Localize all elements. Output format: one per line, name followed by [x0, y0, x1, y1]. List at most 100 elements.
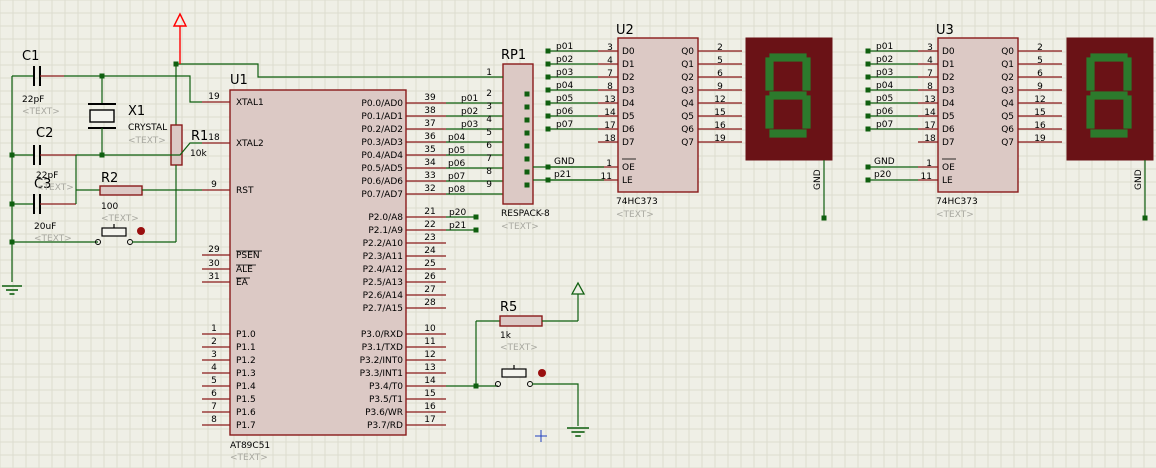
placeholder-text: <TEXT> — [616, 210, 654, 220]
mcu-pin-name: P1.0 — [236, 330, 256, 340]
latch-pin-name: Q7 — [681, 138, 694, 148]
latch-pin-name: Q1 — [681, 60, 694, 70]
mcu-pin-number: 12 — [424, 350, 435, 360]
placeholder-text: <TEXT> — [500, 343, 538, 353]
mcu-u1[interactable]: U1AT89C51<TEXT>19XTAL118XTAL29RST29PSEN3… — [202, 73, 446, 463]
power-arrow-icon — [570, 281, 586, 295]
t0-button[interactable] — [495, 365, 547, 387]
mcu-part: AT89C51 — [230, 441, 270, 451]
net-label: p04 — [448, 133, 465, 143]
crystal-body — [89, 109, 115, 123]
junction-dot — [524, 169, 530, 175]
latch-pin-number: 5 — [1037, 56, 1043, 66]
junction-dot — [865, 48, 871, 54]
junction-dot — [865, 164, 871, 170]
mcu-pin-name: P1.7 — [236, 421, 256, 431]
respack-pin-number: 8 — [486, 167, 492, 177]
mcu-pin-number: 28 — [424, 298, 436, 308]
capacitor-ref: C3 — [34, 177, 51, 192]
mcu-pin-number: 35 — [424, 145, 435, 155]
latch-part: 74HC373 — [616, 197, 658, 207]
mcu-pin-name: RST — [236, 186, 254, 196]
mcu-pin-name: P0.1/AD1 — [361, 112, 403, 122]
mcu-pin-name: P3.4/T0 — [369, 382, 403, 392]
latch-pin-number: 19 — [1034, 134, 1046, 144]
latch-pin-number: 8 — [927, 82, 933, 92]
junction-dot — [524, 143, 530, 149]
display-segment — [769, 129, 807, 138]
net-label: p05 — [876, 94, 893, 104]
mcu-pin-number: 36 — [424, 132, 436, 142]
mcu-pin-number: 17 — [424, 415, 435, 425]
net-label: p05 — [448, 146, 465, 156]
mcu-pin-name: P2.4/A12 — [363, 265, 403, 275]
net-label: p06 — [556, 107, 573, 117]
button-contact — [95, 239, 101, 245]
latch-pin-name: Q1 — [1001, 60, 1014, 70]
latch-pin-name: D6 — [622, 125, 635, 135]
latch-body — [937, 37, 1019, 193]
vcc-wire — [176, 63, 503, 78]
junction-dot — [865, 177, 871, 183]
reset-button[interactable] — [95, 224, 146, 245]
seven-segment-display-1[interactable]: GND — [745, 37, 833, 221]
mcu-pin-name: P3.6/WR — [365, 408, 403, 418]
capacitor-value: 22pF — [22, 95, 44, 105]
display-segment — [1086, 95, 1095, 129]
junction-dot — [524, 182, 530, 188]
latch-ref: U2 — [616, 23, 634, 38]
display-segment — [1086, 57, 1095, 91]
junction-dot — [99, 73, 105, 79]
respack-pin-number: 3 — [486, 102, 492, 112]
latch-pin-name: Q0 — [1001, 47, 1014, 57]
latch-pin-name: D7 — [942, 138, 955, 148]
mcu-pin-name: P0.7/AD7 — [361, 190, 403, 200]
placeholder-text: <TEXT> — [501, 222, 539, 232]
net-label: p02 — [876, 55, 893, 65]
mcu-pin-number: 14 — [424, 376, 436, 386]
button-indicator-icon — [137, 227, 145, 235]
latch-pin-name: D0 — [622, 47, 635, 57]
latch-pin-number: 14 — [924, 108, 936, 118]
display-segment — [1123, 57, 1132, 91]
junction-dot — [865, 113, 871, 119]
latch-pin-number: 17 — [604, 121, 615, 131]
latch-pin-name: D0 — [942, 47, 955, 57]
mcu-pin-number: 15 — [424, 389, 435, 399]
respack-pin-number: 9 — [486, 180, 492, 190]
mcu-pin-number: 6 — [211, 389, 217, 399]
mcu-pin-name: P2.6/A14 — [363, 291, 404, 301]
junction-dot — [9, 152, 15, 158]
display-segment — [1090, 129, 1128, 138]
latch-pin-number: 16 — [1034, 121, 1046, 131]
mcu-pin-name: P0.0/AD0 — [361, 99, 403, 109]
junction-dot — [545, 100, 551, 106]
latch-pin-number: 11 — [921, 172, 932, 182]
mcu-ref: U1 — [230, 73, 248, 88]
junction-dot — [99, 152, 105, 158]
junction-dot — [545, 48, 551, 54]
mcu-pin-number: 22 — [424, 220, 435, 230]
latch-pin-number: 3 — [927, 43, 933, 53]
respack-pin-number: 1 — [486, 68, 492, 78]
respack-pin-number: 5 — [486, 128, 492, 138]
button-indicator-icon — [538, 369, 546, 377]
net-label: GND — [874, 157, 895, 167]
mcu-pin-name: P0.4/AD4 — [361, 151, 403, 161]
resistor-body — [499, 315, 543, 327]
display-gnd-label: GND — [1134, 169, 1144, 190]
junction-dot — [865, 100, 871, 106]
mcu-body — [229, 89, 407, 436]
seven-segment-display-2[interactable]: GND — [1066, 37, 1154, 221]
